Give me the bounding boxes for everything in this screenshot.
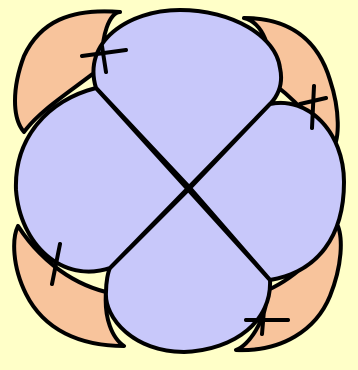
cell-cluster-diagram — [0, 0, 358, 370]
diagram-stage — [0, 0, 358, 370]
